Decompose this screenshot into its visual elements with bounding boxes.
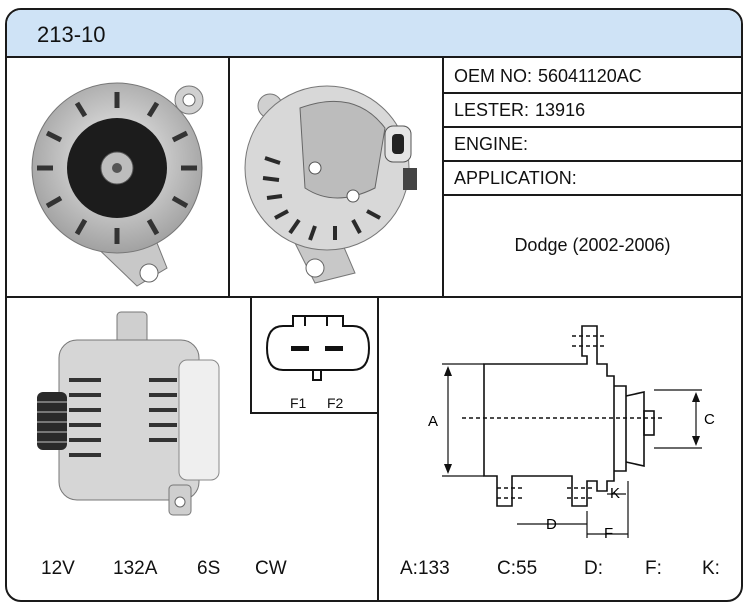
oem-value: 56041120AC bbox=[538, 66, 642, 86]
dimension-f: F: bbox=[645, 558, 662, 579]
dim-label-f: F bbox=[604, 525, 613, 541]
alternator-front-image bbox=[31, 82, 204, 287]
connector-diagram bbox=[265, 315, 371, 381]
divider bbox=[444, 126, 741, 128]
divider bbox=[444, 194, 741, 196]
spec-engine: ENGINE: bbox=[444, 128, 534, 161]
divider bbox=[7, 296, 741, 298]
connector-pin-f2: F2 bbox=[327, 395, 344, 411]
divider bbox=[228, 58, 230, 298]
dimension-diagram: A C D F K bbox=[428, 325, 715, 541]
rating-rotation: CW bbox=[255, 558, 287, 579]
rating-pulley: 6S bbox=[197, 558, 221, 579]
spec-sheet: 213-10 OEM NO: 56041120AC LESTER: 13916 … bbox=[5, 8, 743, 602]
rating-amperage: 132A bbox=[113, 558, 158, 579]
dimension-c: C:55 bbox=[497, 558, 538, 579]
dim-label-k: K bbox=[610, 485, 620, 502]
dim-label-a: A bbox=[428, 413, 438, 430]
application-value: Dodge (2002-2006) bbox=[514, 235, 671, 255]
dimension-d: D: bbox=[584, 558, 603, 579]
spec-application: APPLICATION: bbox=[444, 162, 583, 195]
divider bbox=[444, 160, 741, 162]
connector-pin-f1: F1 bbox=[290, 395, 307, 411]
dim-label-d: D bbox=[546, 516, 557, 533]
engine-label: ENGINE: bbox=[454, 134, 529, 154]
alternator-side-image bbox=[37, 311, 220, 516]
spec-lester: LESTER: 13916 bbox=[444, 94, 585, 127]
lester-label: LESTER: bbox=[454, 100, 530, 120]
divider bbox=[250, 298, 252, 414]
oem-label: OEM NO: bbox=[454, 66, 533, 86]
alternator-rear-image bbox=[244, 85, 417, 284]
dim-label-c: C bbox=[704, 411, 715, 428]
divider bbox=[250, 412, 379, 414]
rating-voltage: 12V bbox=[41, 558, 75, 579]
divider bbox=[377, 298, 379, 600]
dimension-a: A:133 bbox=[400, 558, 450, 579]
dimension-k: K: bbox=[702, 558, 720, 579]
divider bbox=[442, 58, 444, 298]
lester-value: 13916 bbox=[535, 100, 586, 120]
title-bar: 213-10 bbox=[7, 10, 741, 58]
divider bbox=[444, 92, 741, 94]
page-title: 213-10 bbox=[37, 22, 106, 47]
application-label: APPLICATION: bbox=[454, 168, 577, 188]
spec-oem: OEM NO: 56041120AC bbox=[444, 60, 642, 93]
